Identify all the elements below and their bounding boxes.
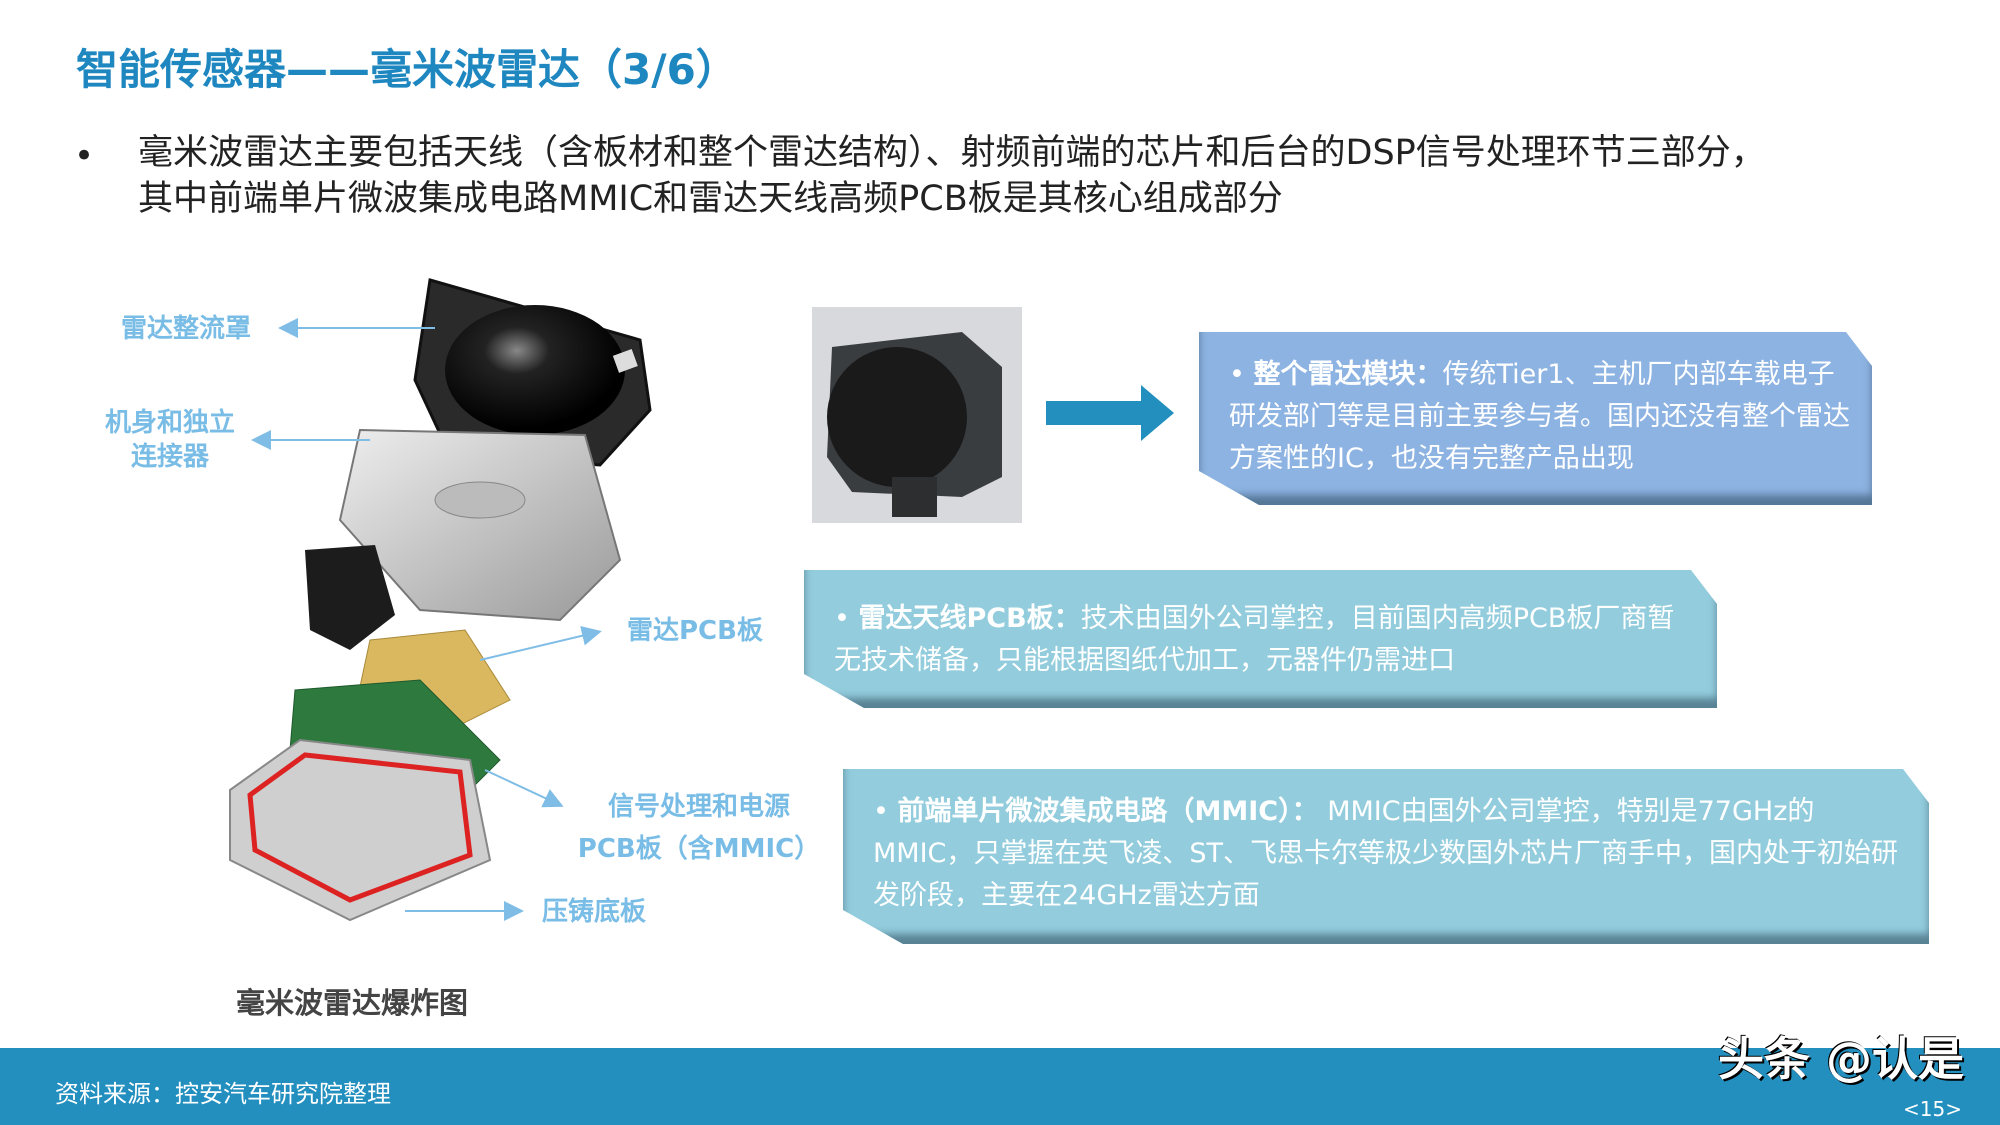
page-title: 智能传感器——毫米波雷达（3/6） — [76, 45, 738, 94]
watermark: 头条 @认是 — [1717, 1032, 1964, 1086]
label-body-line-1: 机身和独立 — [104, 408, 235, 438]
label-body-line-2: 连接器 — [130, 442, 209, 472]
label-signal-pcb: 信号处理和电源 PCB板（含MMIC） — [574, 786, 824, 870]
base-part — [229, 738, 492, 922]
radome-part — [413, 278, 652, 467]
info-box-mmic: • 前端单片微波集成电路（MMIC）： MMIC由国外公司掌控，特别是77GHz… — [843, 769, 1929, 944]
intro-line-1: 毫米波雷达主要包括天线（含板材和整个雷达结构）、射频前端的芯片和后台的DSP信号… — [138, 133, 1766, 173]
box3-body: MMIC由国外公司掌控，特别是77GHz的MMIC，只掌握在英飞凌、ST、飞思卡… — [873, 796, 1899, 911]
info-box-radar-module: • 整个雷达模块：传统Tier1、主机厂内部车载电子研发部门等是目前主要参与者。… — [1199, 332, 1872, 505]
arrow-pcb — [479, 625, 602, 661]
label-body-connector: 机身和独立 连接器 — [98, 406, 242, 474]
source-note: 资料来源：控安汽车研究院整理 — [55, 1080, 391, 1108]
info-box-antenna-pcb: • 雷达天线PCB板：技术由国外公司掌控，目前国内高频PCB板厂商暂无技术储备，… — [804, 570, 1717, 708]
bullet-icon: • — [74, 136, 95, 176]
footer-bar — [0, 1048, 2000, 1125]
label-radome: 雷达整流罩 — [121, 314, 252, 344]
right-arrow-icon — [1046, 385, 1174, 441]
housing-part — [305, 428, 622, 650]
box2-body: 技术由国外公司掌控，目前国内高频PCB板厂商暂无技术储备，只能根据图纸代加工，元… — [834, 603, 1675, 676]
intro-line-2: 其中前端单片微波集成电路MMIC和雷达天线高频PCB板是其核心组成部分 — [138, 179, 1283, 219]
intro-text: 毫米波雷达主要包括天线（含板材和整个雷达结构）、射频前端的芯片和后台的DSP信号… — [138, 130, 1988, 222]
page-number: <15> — [1903, 1097, 1962, 1121]
box1-heading: 整个雷达模块： — [1253, 359, 1443, 390]
radar-exploded-illustration — [229, 278, 652, 922]
box3-heading: 前端单片微波集成电路（MMIC）： — [897, 796, 1319, 827]
label-base: 压铸底板 — [542, 897, 647, 927]
diagram-caption: 毫米波雷达爆炸图 — [236, 986, 469, 1020]
box2-heading: 雷达天线PCB板： — [858, 603, 1081, 634]
label-signal-line-1: 信号处理和电源 — [607, 792, 790, 822]
radar-module-photo — [812, 307, 1022, 523]
label-signal-line-2: PCB板（含MMIC） — [577, 834, 821, 864]
arrow-signal — [484, 769, 564, 808]
box1-body: 传统Tier1、主机厂内部车载电子研发部门等是目前主要参与者。国内还没有整个雷达… — [1229, 359, 1850, 474]
label-pcb: 雷达PCB板 — [627, 616, 763, 646]
